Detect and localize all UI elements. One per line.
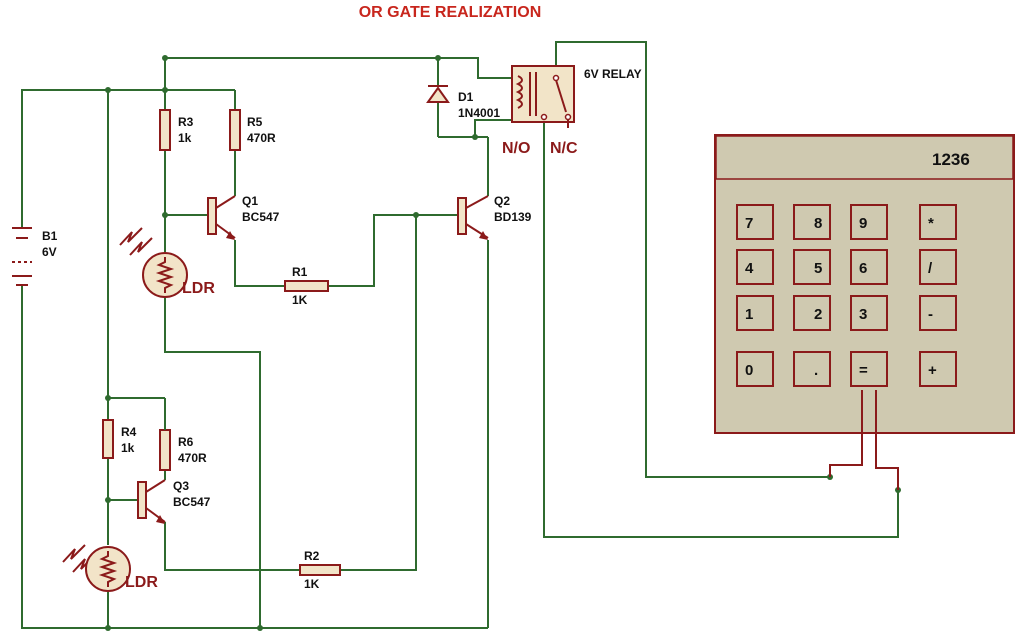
key-label: 3 [859, 306, 867, 323]
calculator-display: 1236 [932, 150, 970, 169]
junction-nodes [105, 55, 901, 631]
key-face[interactable] [850, 249, 888, 285]
key-0-1[interactable]: 8 [793, 204, 831, 240]
r3-value: 1k [178, 131, 192, 145]
key-0-3[interactable]: * [919, 204, 957, 240]
resistor-r2: R2 1K [299, 549, 341, 591]
q3-ref: Q3 [173, 479, 189, 493]
key-face[interactable] [850, 351, 888, 387]
key-0-2[interactable]: 9 [850, 204, 888, 240]
key-face[interactable] [919, 249, 957, 285]
key-face[interactable] [919, 351, 957, 387]
resistor-r5: R5 470R [229, 109, 276, 151]
key-label: * [928, 215, 934, 232]
key-face[interactable] [793, 249, 831, 285]
battery-b1: B1 6V [12, 227, 58, 286]
diode-d1: D1 1N4001 [426, 85, 500, 120]
d1-ref: D1 [458, 90, 474, 104]
transistor-q2: Q2 BD139 [457, 194, 532, 240]
r6-value: 470R [178, 451, 207, 465]
r4-ref: R4 [121, 425, 137, 439]
q2-part: BD139 [494, 210, 532, 224]
key-label: = [859, 362, 868, 379]
q1-part: BC547 [242, 210, 280, 224]
key-label: 7 [745, 215, 753, 232]
key-label: 2 [814, 306, 822, 323]
relay: 6V RELAY N/O N/C [502, 65, 642, 157]
key-face[interactable] [919, 204, 957, 240]
q2-ref: Q2 [494, 194, 510, 208]
transistor-q1: Q1 BC547 [207, 194, 280, 240]
key-0-0[interactable]: 7 [736, 204, 774, 240]
r5-value: 470R [247, 131, 276, 145]
q3-part: BC547 [173, 495, 211, 509]
key-face[interactable] [850, 204, 888, 240]
key-1-2[interactable]: 6 [850, 249, 888, 285]
key-face[interactable] [736, 351, 774, 387]
diagram-title: OR GATE REALIZATION [359, 4, 542, 21]
r1-value: 1K [292, 293, 308, 307]
key-equals-wire-a [829, 390, 863, 477]
r2-ref: R2 [304, 549, 320, 563]
key-face[interactable] [736, 204, 774, 240]
key-2-3[interactable]: - [919, 295, 957, 331]
key-1-0[interactable]: 4 [736, 249, 774, 285]
key-3-2[interactable]: = [850, 351, 888, 387]
ldr-bottom-label: LDR [125, 574, 158, 591]
key-face[interactable] [793, 351, 831, 387]
key-label: 5 [814, 260, 822, 277]
key-2-0[interactable]: 1 [736, 295, 774, 331]
resistor-r1: R1 1K [284, 265, 329, 307]
key-face[interactable] [736, 295, 774, 331]
r5-ref: R5 [247, 115, 263, 129]
key-label: 8 [814, 215, 822, 232]
key-3-1[interactable]: . [793, 351, 831, 387]
key-2-1[interactable]: 2 [793, 295, 831, 331]
key-label: . [814, 362, 818, 379]
transistor-q3: Q3 BC547 [137, 479, 211, 524]
relay-no-label: N/O [502, 140, 530, 157]
key-label: 9 [859, 215, 867, 232]
q1-ref: Q1 [242, 194, 258, 208]
key-equals-wire-b [875, 390, 899, 490]
key-2-2[interactable]: 3 [850, 295, 888, 331]
r6-ref: R6 [178, 435, 194, 449]
r4-value: 1k [121, 441, 135, 455]
d1-part: 1N4001 [458, 106, 500, 120]
battery-ref: B1 [42, 229, 58, 243]
battery-value: 6V [42, 245, 57, 259]
key-label: 4 [745, 260, 754, 277]
key-label: - [928, 306, 933, 323]
ldr-bottom: LDR [62, 544, 158, 592]
key-face[interactable] [850, 295, 888, 331]
key-label: + [928, 362, 937, 379]
key-face[interactable] [919, 295, 957, 331]
key-label: / [928, 260, 933, 277]
key-label: 1 [745, 306, 753, 323]
key-label: 6 [859, 260, 867, 277]
key-1-1[interactable]: 5 [793, 249, 831, 285]
r1-ref: R1 [292, 265, 308, 279]
r3-ref: R3 [178, 115, 194, 129]
keypad-keys: 7 8 9 * 4 5 6 / 1 2 3 - 0. = + [736, 204, 957, 387]
ldr-top: LDR [119, 227, 215, 298]
key-label: 0 [745, 362, 753, 379]
key-1-3[interactable]: / [919, 249, 957, 285]
key-3-3[interactable]: + [919, 351, 957, 387]
calculator-keypad: 1236 7 8 9 * 4 5 6 / 1 2 3 - 0. = + [714, 134, 1015, 434]
key-face[interactable] [736, 249, 774, 285]
key-face[interactable] [793, 204, 831, 240]
relay-nc-label: N/C [550, 140, 578, 157]
key-face[interactable] [793, 295, 831, 331]
wires [21, 41, 899, 629]
resistor-r3: R3 1k [159, 109, 194, 151]
r2-value: 1K [304, 577, 320, 591]
resistor-r6: R6 470R [159, 429, 207, 471]
key-3-0[interactable]: 0 [736, 351, 774, 387]
resistor-r4: R4 1k [102, 419, 137, 459]
relay-label: 6V RELAY [584, 67, 642, 81]
ldr-top-label: LDR [182, 280, 215, 297]
